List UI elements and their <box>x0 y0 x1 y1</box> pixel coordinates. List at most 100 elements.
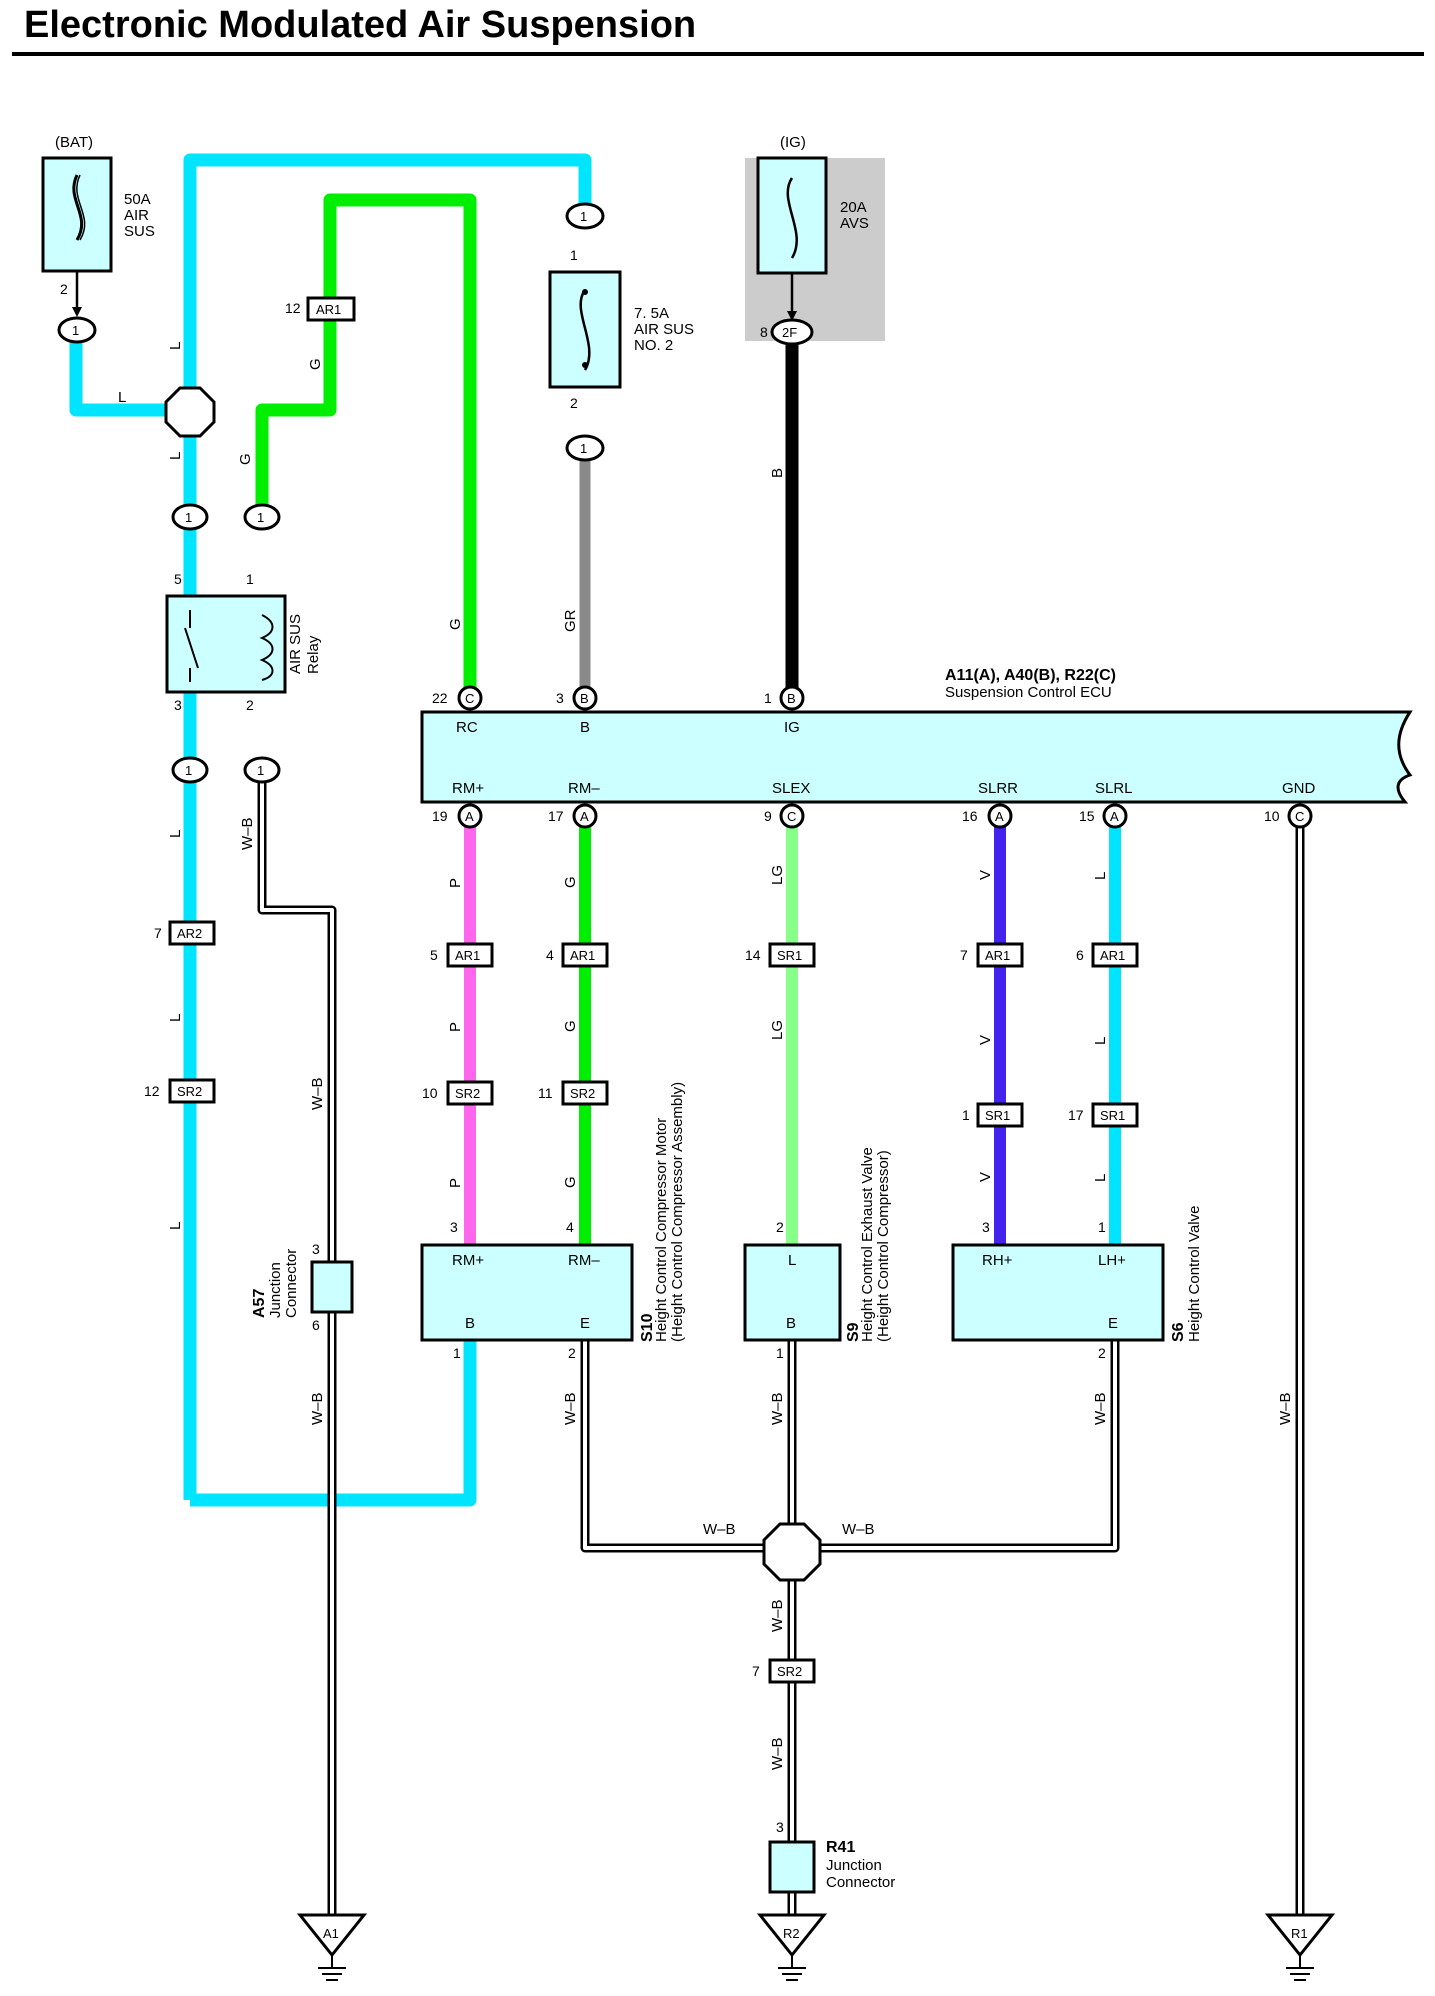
wire-color-labels: L L L L L L G G G GR B W–B W–B W–B P P P… <box>118 342 1294 1770</box>
ground-r2: R2 <box>756 1913 828 1981</box>
fuse-50a-air-sus: (BAT) 50A AIR SUS 2 1 <box>41 134 155 344</box>
svg-text:2F: 2F <box>782 325 797 340</box>
svg-text:15: 15 <box>1079 808 1095 824</box>
svg-text:P: P <box>447 1178 464 1188</box>
svg-text:1: 1 <box>246 571 254 587</box>
svg-text:1: 1 <box>453 1345 461 1361</box>
svg-text:W–B: W–B <box>769 1737 786 1770</box>
svg-text:(IG): (IG) <box>780 134 806 151</box>
svg-text:5: 5 <box>430 947 438 963</box>
svg-text:P: P <box>447 1022 464 1032</box>
svg-text:1: 1 <box>72 323 79 338</box>
svg-text:LH+: LH+ <box>1098 1252 1126 1269</box>
svg-text:SR2: SR2 <box>570 1086 595 1101</box>
svg-text:AR1: AR1 <box>985 948 1010 963</box>
svg-text:A57: A57 <box>251 1289 268 1318</box>
svg-text:Height Control Valve: Height Control Valve <box>1186 1206 1203 1342</box>
svg-text:SUS: SUS <box>124 223 155 240</box>
junction-connector-r41: 3 R41 Junction Connector <box>768 1819 895 1894</box>
component-s9-exhaust-valve: 2 L B 1 S9 Height Control Exhaust Valve … <box>743 1147 892 1361</box>
svg-text:A: A <box>995 809 1004 824</box>
svg-text:5: 5 <box>174 571 182 587</box>
svg-text:19: 19 <box>432 808 448 824</box>
ecu-pin-rc: 22 C RC <box>432 685 483 736</box>
svg-text:C: C <box>787 809 796 824</box>
svg-text:L: L <box>118 389 126 406</box>
ecu-pin-slrr: SLRR A 16 <box>962 780 1018 829</box>
ground-a1: A1 <box>296 1913 368 1981</box>
svg-text:9: 9 <box>764 808 772 824</box>
svg-text:11: 11 <box>538 1085 553 1101</box>
svg-text:Connector: Connector <box>283 1249 300 1318</box>
air-sus-relay: 1 1 5 1 3 2 1 1 AIR SUS Relay <box>165 503 322 784</box>
svg-text:7. 5A: 7. 5A <box>634 305 669 322</box>
svg-text:1: 1 <box>257 510 264 525</box>
svg-text:L: L <box>167 1014 184 1022</box>
svg-text:Relay: Relay <box>305 635 322 674</box>
component-s10-compressor-motor: 3 4 RM+ RM– B E 1 2 S10 Height Control C… <box>420 1082 686 1361</box>
svg-text:3: 3 <box>450 1219 458 1235</box>
svg-text:A11(A), A40(B), R22(C): A11(A), A40(B), R22(C) <box>945 667 1116 684</box>
svg-text:8: 8 <box>760 324 768 340</box>
svg-text:(Height Control Compressor Ass: (Height Control Compressor Assembly) <box>669 1082 686 1342</box>
svg-text:W–B: W–B <box>309 1077 326 1110</box>
ecu-pin-rm-minus: RM– A 17 <box>548 780 600 829</box>
svg-text:V: V <box>977 1172 994 1182</box>
svg-text:LG: LG <box>769 865 786 885</box>
fuse-20a-avs: (IG) 20A AVS 8 2F <box>756 134 869 346</box>
svg-text:W–B: W–B <box>562 1392 579 1425</box>
svg-text:W–B: W–B <box>1092 1392 1109 1425</box>
svg-text:LG: LG <box>769 1020 786 1040</box>
svg-text:RC: RC <box>456 719 478 736</box>
svg-text:G: G <box>562 1176 579 1188</box>
svg-text:3: 3 <box>982 1219 990 1235</box>
svg-text:RH+: RH+ <box>982 1252 1013 1269</box>
svg-text:50A: 50A <box>124 191 151 208</box>
svg-text:RM+: RM+ <box>452 1252 484 1269</box>
ecu-pin-rm-plus: RM+ A 19 <box>432 780 484 829</box>
junction-point-wb <box>762 1522 822 1582</box>
svg-text:B: B <box>787 691 796 706</box>
svg-text:10: 10 <box>1264 808 1280 824</box>
svg-text:SR2: SR2 <box>177 1084 202 1099</box>
title-rule <box>12 52 1424 56</box>
svg-text:SR1: SR1 <box>1100 1108 1125 1123</box>
ground-r1: R1 <box>1264 1913 1336 1981</box>
svg-text:B: B <box>769 468 786 478</box>
svg-text:1: 1 <box>580 441 587 456</box>
suspension-control-ecu: A11(A), A40(B), R22(C) Suspension Contro… <box>420 667 1413 829</box>
svg-text:Junction: Junction <box>267 1262 284 1318</box>
svg-text:3: 3 <box>776 1819 784 1835</box>
svg-text:P: P <box>447 878 464 888</box>
svg-text:7: 7 <box>960 947 968 963</box>
svg-text:AR1: AR1 <box>570 948 595 963</box>
svg-text:7: 7 <box>752 1663 760 1679</box>
ecu-pin-slex: SLEX C 9 <box>764 780 810 829</box>
svg-text:AR2: AR2 <box>177 926 202 941</box>
svg-text:6: 6 <box>312 1317 320 1333</box>
svg-text:G: G <box>562 876 579 888</box>
connector-ar1-relay: 12 AR1 <box>285 296 356 322</box>
svg-text:SLRR: SLRR <box>978 780 1018 797</box>
svg-text:1: 1 <box>185 510 192 525</box>
svg-text:L: L <box>167 830 184 838</box>
svg-text:2: 2 <box>570 395 578 411</box>
svg-text:12: 12 <box>285 300 301 316</box>
svg-text:V: V <box>977 1035 994 1045</box>
svg-text:NO. 2: NO. 2 <box>634 337 673 354</box>
svg-text:RM+: RM+ <box>452 780 484 797</box>
svg-text:B: B <box>465 1315 475 1332</box>
svg-text:2: 2 <box>60 281 68 297</box>
svg-text:12: 12 <box>144 1083 160 1099</box>
svg-text:L: L <box>1092 1174 1109 1182</box>
ecu-pin-slrl: SLRL A 15 <box>1079 780 1133 829</box>
connector-ar1-row: 5 AR1 4 AR1 7 AR1 6 AR1 <box>430 942 1139 968</box>
connector-sr-row: 10 SR2 11 SR2 1 SR1 17 SR1 <box>422 1080 1139 1128</box>
svg-text:(Height Control Compressor): (Height Control Compressor) <box>875 1150 892 1342</box>
svg-text:W–B: W–B <box>769 1392 786 1425</box>
svg-text:1: 1 <box>776 1345 784 1361</box>
svg-text:C: C <box>1295 809 1304 824</box>
svg-text:10: 10 <box>422 1085 438 1101</box>
svg-text:W–B: W–B <box>239 817 256 850</box>
svg-text:(BAT): (BAT) <box>55 134 93 151</box>
